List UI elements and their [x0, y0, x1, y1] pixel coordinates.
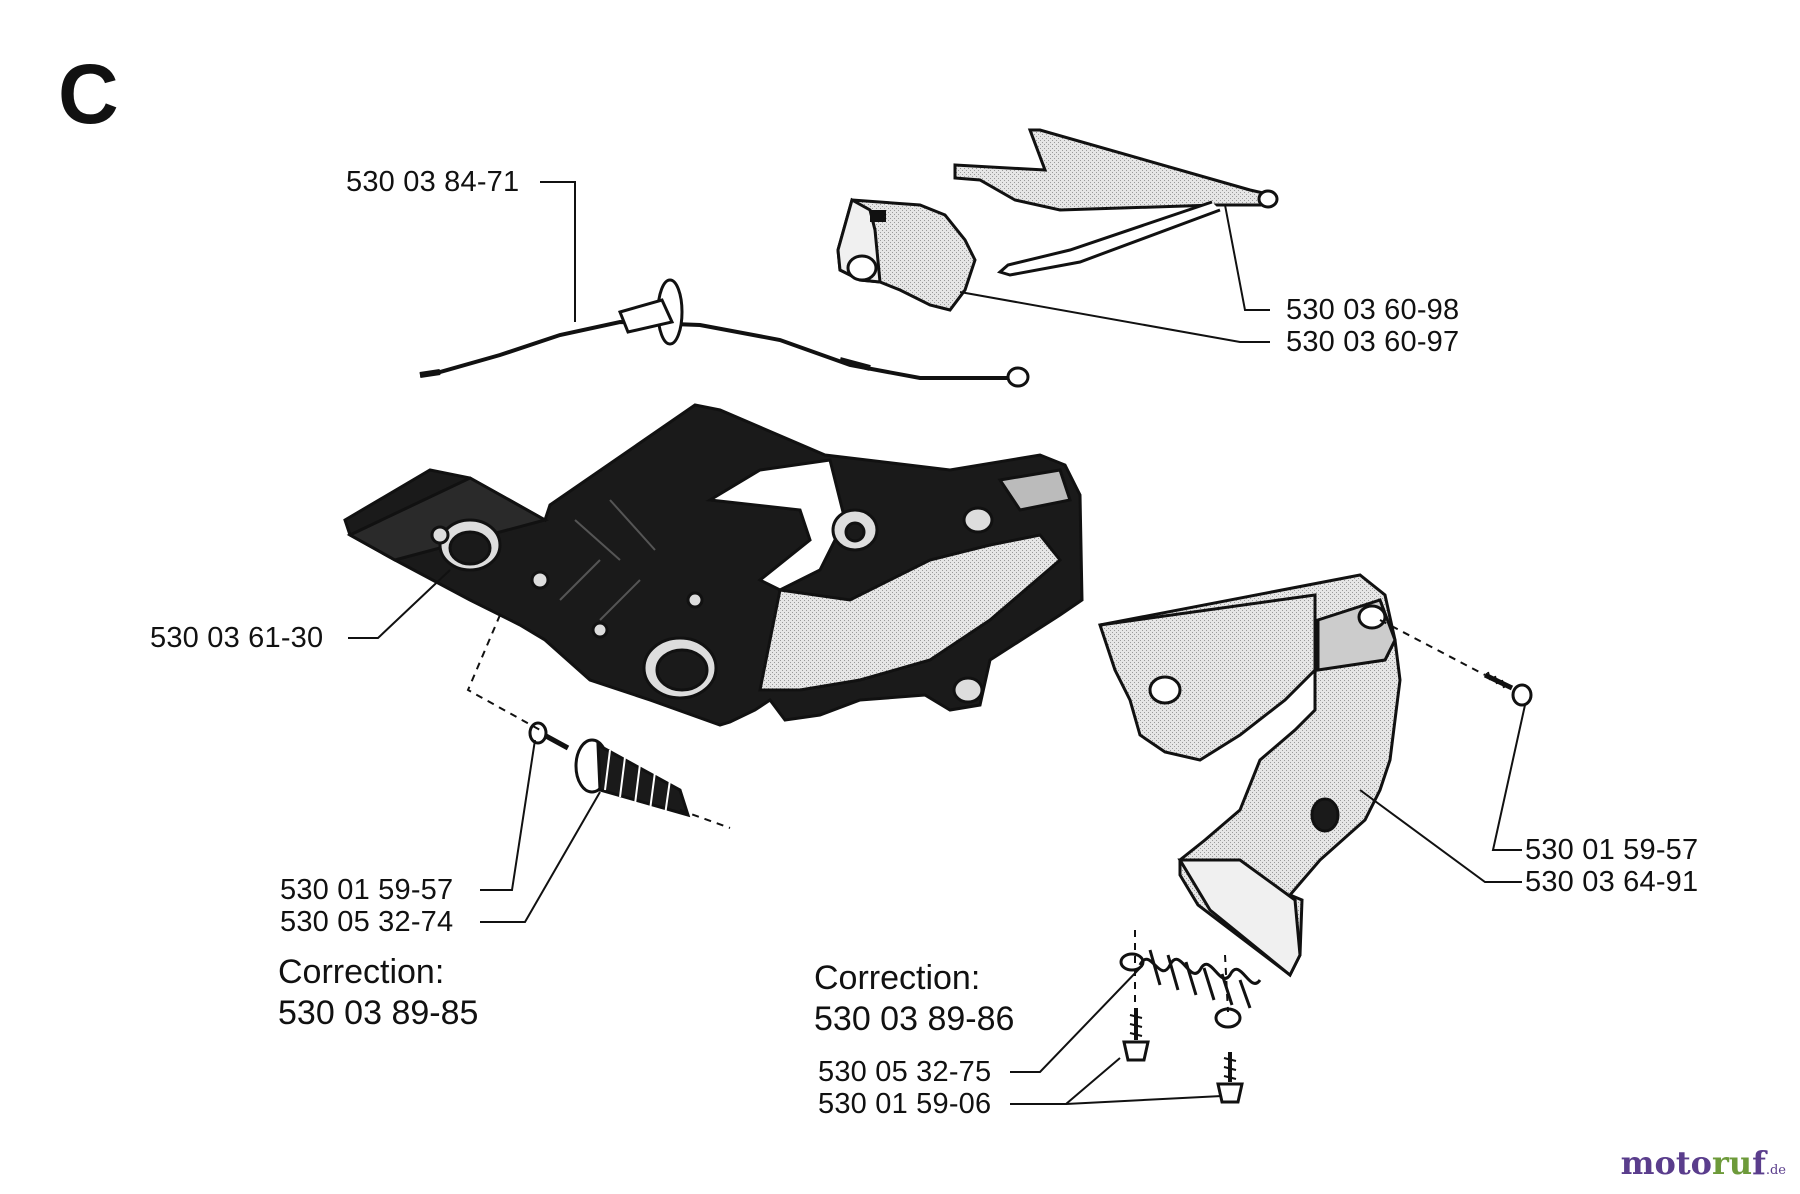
screw-part-bottom-right: [1216, 1052, 1244, 1104]
correction-number-left: 530 03 89-85: [278, 994, 479, 1033]
section-letter: C: [58, 47, 119, 141]
correction-title-left: Correction:: [278, 953, 445, 991]
part-label-housing: 530 03 61-30: [150, 622, 324, 654]
part-label-screw-right: 530 01 59-57: [1525, 834, 1699, 866]
screw-part-left: [528, 721, 570, 751]
assembly-dashed-lines: [466, 614, 1486, 1013]
screw-part-right: [1483, 671, 1533, 707]
throttle-cable-part: [419, 278, 1030, 388]
part-label-cable: 530 03 84-71: [346, 166, 520, 198]
part-label-spring-bottom: 530 05 32-75: [818, 1056, 992, 1088]
lever-part-lower: [836, 197, 977, 312]
correction-note-left: Correction: 530 03 89-85: [278, 952, 478, 1035]
screw-part-bottom-left: [1122, 1008, 1150, 1062]
watermark-logo: motoruf.de: [1621, 1144, 1786, 1182]
correction-note-right: Correction: 530 03 89-86: [814, 958, 1014, 1041]
watermark-domain: .de: [1765, 1163, 1786, 1178]
part-label-bracket-right: 530 03 64-91: [1525, 866, 1699, 898]
correction-title-right: Correction:: [814, 959, 981, 997]
leader-lines: [348, 181, 1526, 1105]
part-label-screw-left: 530 01 59-57: [280, 874, 454, 906]
part-label-lever-upper: 530 03 60-98: [1286, 294, 1460, 326]
watermark-text: motoruf: [1620, 1144, 1766, 1182]
handle-housing-part: [343, 403, 1084, 727]
correction-number-right: 530 03 89-86: [814, 1000, 1015, 1039]
tension-spring-part: [1119, 949, 1262, 1029]
lever-part-upper: [953, 128, 1279, 277]
bracket-part-right: [1098, 573, 1402, 978]
buffer-spring-part-left: [574, 738, 691, 818]
part-label-screw-bottom: 530 01 59-06: [818, 1088, 992, 1120]
part-label-lever-lower: 530 03 60-97: [1286, 326, 1460, 358]
part-label-buffer-left: 530 05 32-74: [280, 906, 454, 938]
